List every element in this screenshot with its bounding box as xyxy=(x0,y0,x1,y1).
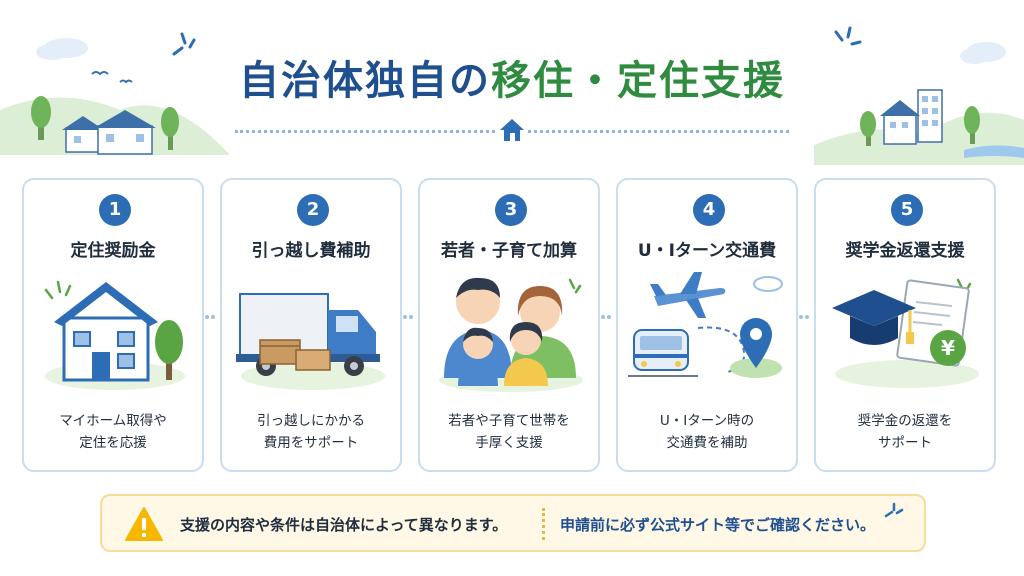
title-part-2: 移住・定住支援 xyxy=(491,58,785,104)
card-number-badge: 4 xyxy=(693,194,725,226)
card-description: U・Iターン時の交通費を補助 xyxy=(659,413,755,451)
card-connector xyxy=(205,304,219,319)
transport-icon xyxy=(628,272,783,378)
sparkle-right-icon xyxy=(834,26,862,46)
card-number-badge: 2 xyxy=(297,194,329,226)
family-icon xyxy=(439,277,583,392)
card-connector xyxy=(403,304,417,319)
card-description: マイホーム取得や定住を応援 xyxy=(59,413,167,451)
support-card-4: 4 U・Iターン交通費 U・Iターン時の交通費を補助 xyxy=(616,178,798,472)
card-number-badge: 5 xyxy=(891,194,923,226)
support-card-3: 3 若者・子育て加算 若者や子育て世帯を手厚く支援 xyxy=(418,178,600,472)
notice-sub-text: 申請前に必ず公式サイト等でご確認ください。 xyxy=(560,516,876,534)
notice-banner: 支援の内容や条件は自治体によって異なります。 申請前に必ず公式サイト等でご確認く… xyxy=(100,494,926,552)
card-description: 若者や子育て世帯を手厚く支援 xyxy=(448,413,570,451)
house-icon xyxy=(496,114,528,146)
house-icon xyxy=(44,280,185,390)
notice-separator xyxy=(542,508,545,540)
town-scenery-left-illustration xyxy=(0,38,230,155)
support-card-5: 5 奨学金返還支援 ¥ 奨学金の返還をサポート xyxy=(814,178,996,472)
title-part-1: 自治体独自の xyxy=(239,58,491,104)
warning-icon xyxy=(125,507,163,541)
support-card-2: 2 引っ越し費補助 引っ越しにかかる費用をサポート xyxy=(220,178,402,472)
scholarship-icon: ¥ xyxy=(832,278,979,388)
card-description: 引っ越しにかかる費用をサポート xyxy=(257,413,365,451)
card-number-badge: 1 xyxy=(99,194,131,226)
card-title: U・Iターン交通費 xyxy=(637,241,777,261)
card-title: 定住奨励金 xyxy=(70,241,156,261)
page-title: 自治体独自の移住・定住支援 xyxy=(239,48,785,106)
town-scenery-right-illustration xyxy=(814,42,1024,165)
svg-text:¥: ¥ xyxy=(941,336,955,360)
card-connector xyxy=(601,304,615,319)
card-connector xyxy=(799,304,813,319)
notice-main-text: 支援の内容や条件は自治体によって異なります。 xyxy=(180,516,508,534)
card-title: 若者・子育て加算 xyxy=(441,241,577,261)
card-title: 奨学金返還支援 xyxy=(845,241,965,261)
moving-truck-icon xyxy=(236,293,385,390)
card-title: 引っ越し費補助 xyxy=(251,241,371,261)
card-description: 奨学金の返還をサポート xyxy=(857,413,953,451)
sparkle-notice-icon xyxy=(884,502,904,518)
card-number-badge: 3 xyxy=(495,194,527,226)
sparkle-left-icon xyxy=(172,32,196,56)
support-card-1: 1 定住奨励金 マイホーム取得や定住を応援 xyxy=(22,178,204,472)
